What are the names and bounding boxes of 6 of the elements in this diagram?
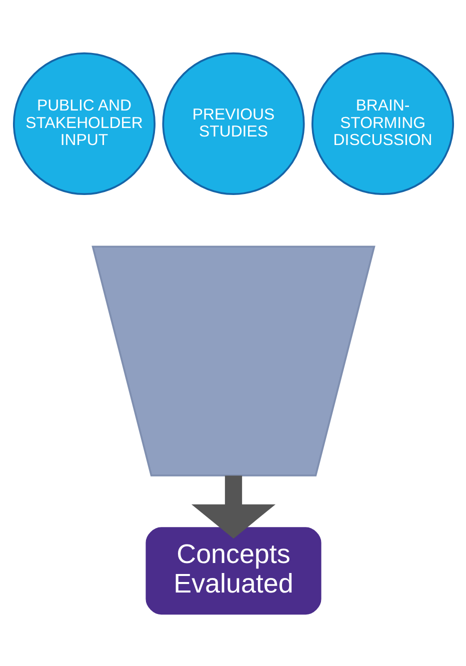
node-circle: PREVIOUS STUDIES [162,52,304,194]
node-box: Concepts Evaluated [145,526,321,614]
node-funnel [91,245,375,476]
node-circle: PUBLIC AND STAKEHOLDER INPUT [12,52,155,194]
node-circle: BRAIN- STORMING DISCUSSION [311,52,454,194]
arrow [190,475,276,538]
